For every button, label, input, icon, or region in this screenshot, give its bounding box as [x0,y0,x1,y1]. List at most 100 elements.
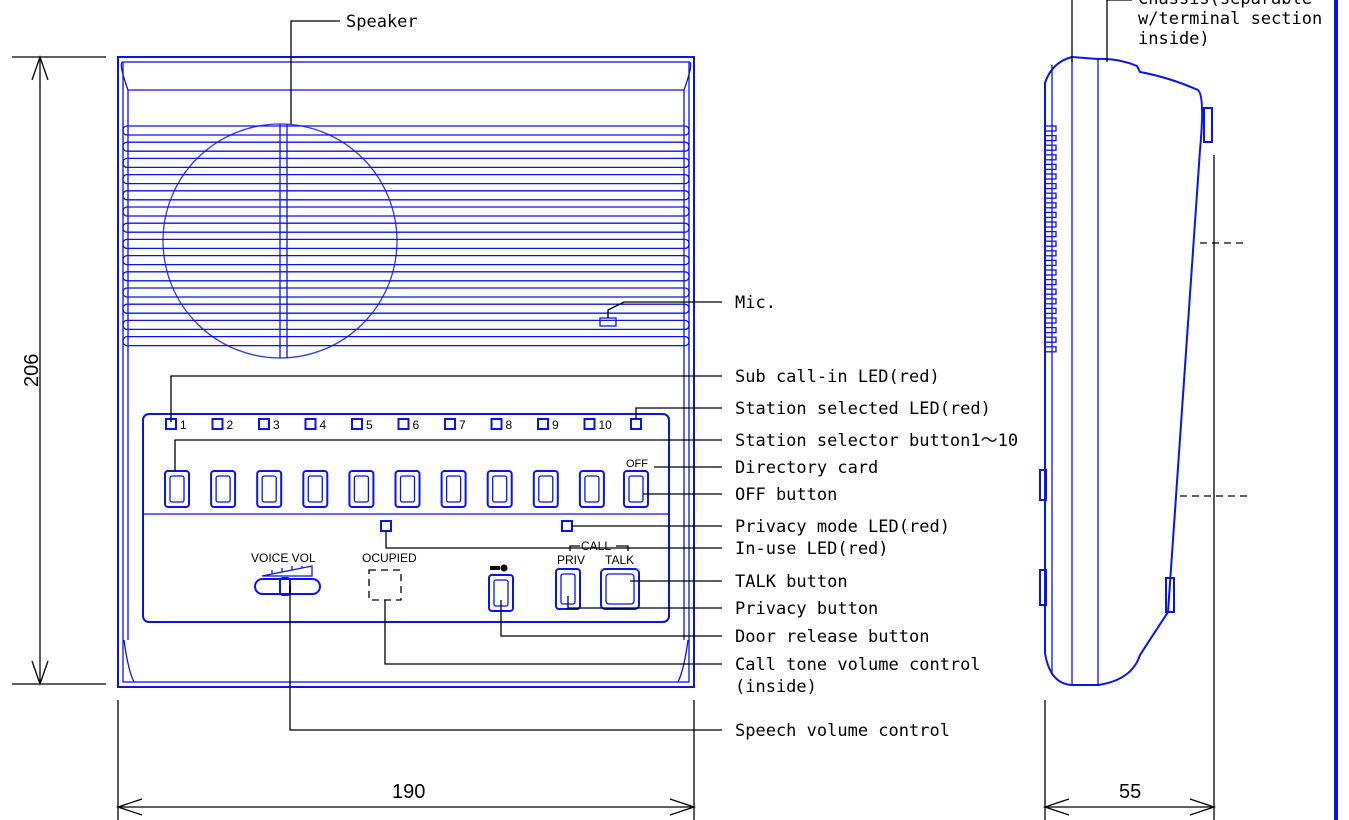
depth-dimension: 55 [1119,781,1141,803]
station-selector-button[interactable] [394,470,421,508]
station-selector-buttons [164,470,605,508]
station-selected-led-icon [630,418,642,430]
call-label: CALL [581,539,611,553]
privacy-button-label: Privacy button [735,599,878,619]
station-selector-button[interactable] [532,470,559,508]
station-selector-button[interactable] [256,470,283,508]
grille-slat [122,190,690,201]
call-tone-volume-label: Call tone volume control [735,655,981,675]
call-tone-volume-label-2: (inside) [735,677,817,697]
chassis-label-3: inside) [1138,29,1210,49]
talk-label: TALK [605,553,634,567]
side-grille-teeth [1044,125,1057,353]
station-number: 10 [599,418,613,432]
station-led-icon [258,418,270,430]
grille-slat [122,319,690,331]
side-tooth [1044,125,1057,132]
in-use-led-icon [380,520,392,532]
side-tooth [1044,259,1057,267]
speech-volume-label: Speech volume control [735,721,950,741]
control-panel [142,413,670,623]
station-button-face [445,475,462,503]
side-tooth [1044,298,1057,305]
key-icon [490,564,508,572]
station-led-icon [351,418,363,430]
side-tooth [1044,307,1057,315]
grille-slat [122,271,690,282]
side-tooth [1044,144,1057,151]
speech-volume-slider[interactable] [254,578,321,595]
station-led-icon [444,418,456,430]
station-button-face [538,475,554,503]
ocupied-label: OCUPIED [362,551,417,565]
directory-card-label: Directory card [735,458,878,478]
side-tooth [1044,240,1057,247]
station-number: 8 [506,418,513,432]
width-dimension: 190 [392,781,425,803]
privacy-button[interactable] [555,568,581,610]
chassis-label-2: w/terminal section [1138,9,1322,29]
station-button-face [399,475,416,503]
station-led-icon [583,418,596,430]
height-dimension: 206 [21,354,43,387]
station-selector-button[interactable] [210,470,237,508]
side-tooth [1044,182,1057,190]
station-led-icon [211,418,224,430]
privacy-mode-led-icon [561,520,573,532]
side-tooth [1044,288,1057,295]
station-selected-led-label: Station selected LED(red) [735,399,991,419]
mic-label: Mic. [735,293,776,313]
station-number: 1 [180,418,187,432]
station-number: 4 [320,418,327,432]
off-button[interactable] [623,470,649,508]
side-housing [1044,55,1204,686]
grille-slat [122,335,690,347]
leader-lines: Speaker Mic. Sub call-in LED(red) Statio… [170,12,1018,741]
grille-slat [122,206,690,217]
talk-button[interactable] [600,568,640,610]
side-tooth [1044,221,1057,228]
station-button-face [215,475,231,503]
grille-slat [122,141,690,152]
side-tooth [1044,250,1057,257]
station-selector-button[interactable] [486,470,513,508]
side-tooth [1044,278,1057,286]
priv-label: PRIV [557,553,585,567]
side-tooth [1044,230,1057,238]
station-led-icon [537,418,549,430]
station-selector-button[interactable] [302,470,329,508]
station-number: 5 [366,418,373,432]
mic-icon [599,317,617,327]
grille-slat [122,222,690,233]
side-tooth [1044,269,1057,276]
side-view: Chassis(separable w/terminal section ins… [1039,0,1322,820]
side-tooth [1044,317,1057,324]
chassis-label-1: Chassis(separable [1138,0,1312,9]
side-tooth [1044,173,1057,180]
station-button-face [353,475,370,503]
voice-vol-label: VOICE VOL [251,551,316,565]
station-number: 7 [459,418,466,432]
station-led-icon [397,418,410,430]
station-number: 3 [273,418,280,432]
housing-outline [117,56,695,688]
station-button-face [307,475,323,503]
station-selector-button[interactable] [440,470,467,508]
station-selector-button[interactable] [578,470,605,508]
talk-button-label: TALK button [735,572,848,592]
station-selector-button[interactable] [348,470,375,508]
station-button-face [169,475,185,503]
sub-call-in-led-label: Sub call-in LED(red) [735,367,940,387]
station-selector-button[interactable] [164,470,190,508]
grille-slat [122,238,690,250]
speaker-grille [122,125,690,347]
grille-slat [122,125,690,136]
in-use-led-label: In-use LED(red) [735,539,889,559]
station-selector-button-label: Station selector button1～10 [735,431,1018,451]
off-label: OFF [626,458,648,470]
station-number: 6 [413,418,420,432]
grille-slat [122,287,690,298]
station-number: 2 [227,418,234,432]
